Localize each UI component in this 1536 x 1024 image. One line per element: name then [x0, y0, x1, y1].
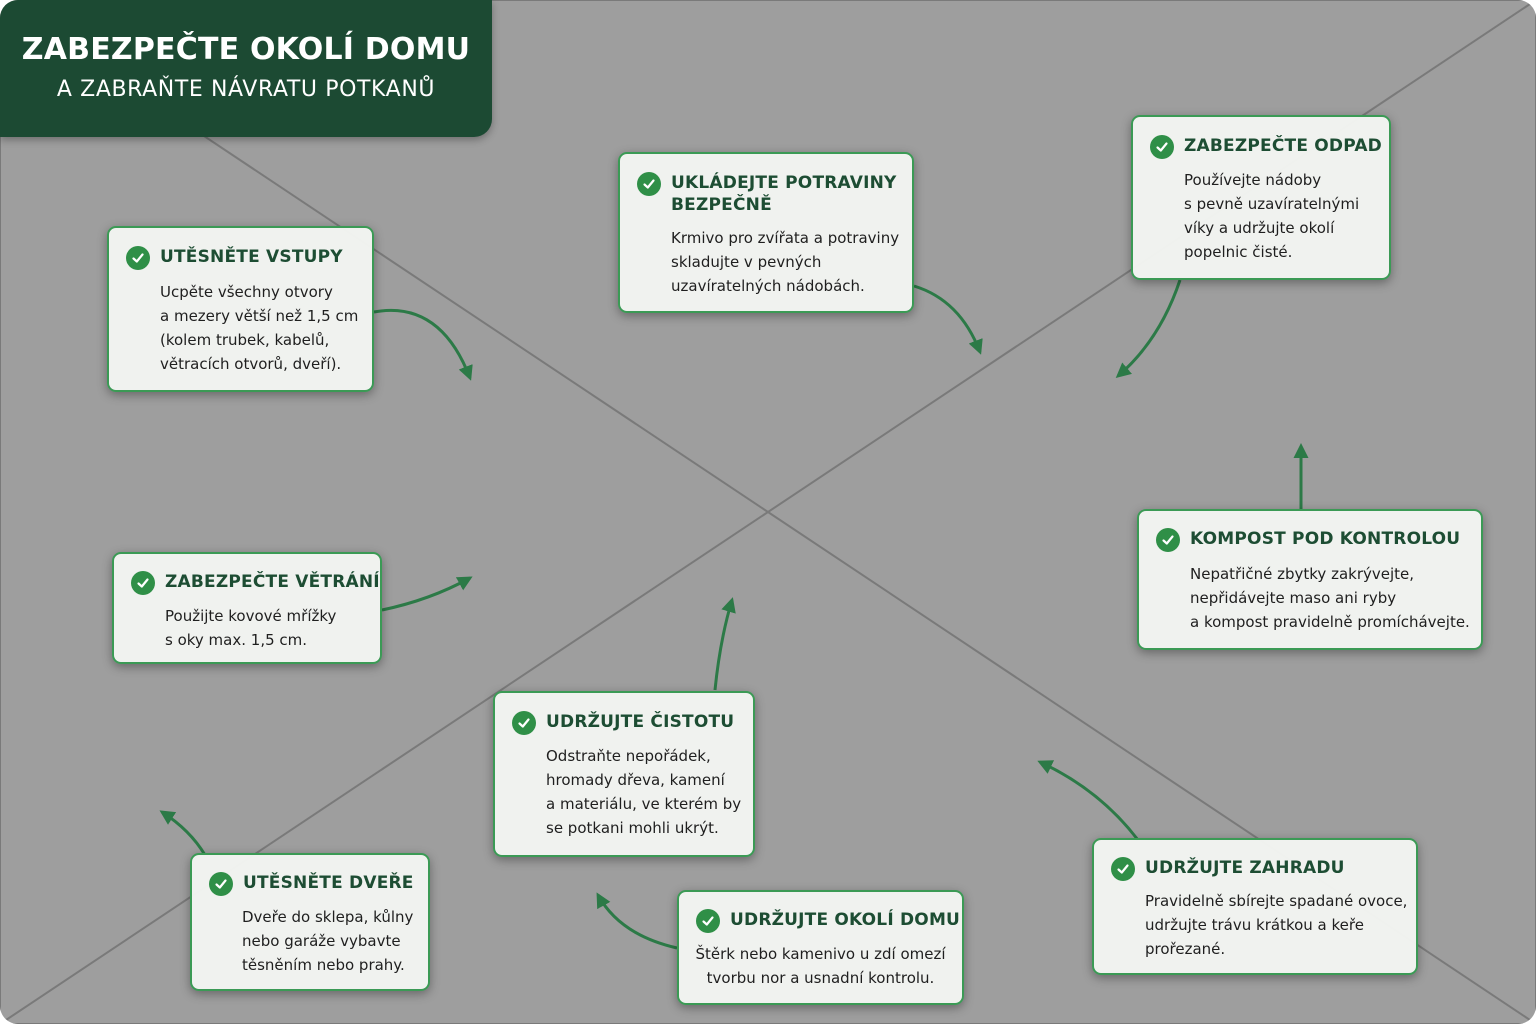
tip-title: KOMPOST POD KONTROLOU: [1190, 529, 1461, 549]
check-icon: [512, 711, 536, 735]
tip-text: Použijte kovové mřížky s oky max. 1,5 cm…: [165, 607, 337, 649]
tip-card-udrzujte-cistotu: UDRŽUJTE ČISTOTU Odstraňte nepořádek, hr…: [493, 691, 755, 857]
tip-title: UDRŽUJTE ČISTOTU: [546, 712, 735, 732]
header-banner: ZABEZPEČTE OKOLÍ DOMU A ZABRAŇTE NÁVRATU…: [0, 0, 492, 137]
page-subtitle: A ZABRAŇTE NÁVRATU POTKANŮ: [56, 77, 436, 102]
tip-text: Ucpěte všechny otvory a mezery větší než…: [160, 283, 359, 373]
check-icon: [1150, 135, 1174, 159]
tip-text: Nepatřičné zbytky zakrývejte, nepřidávej…: [1190, 565, 1470, 631]
tip-card-utesnete-vstupy: UTĚSNĚTE VSTUPY Ucpěte všechny otvory a …: [107, 226, 374, 392]
tip-card-ukladejte-potraviny: UKLÁDEJTE POTRAVINY BEZPEČNĚ Krmivo pro …: [618, 152, 914, 313]
check-icon: [131, 571, 155, 595]
tip-text: Pravidelně sbírejte spadané ovoce, udržu…: [1145, 892, 1408, 958]
check-icon: [637, 172, 661, 196]
tip-title: UKLÁDEJTE POTRAVINY BEZPEČNĚ: [671, 173, 897, 215]
tip-title: ZABEZPEČTE ODPAD: [1184, 136, 1382, 156]
tip-title: UDRŽUJTE ZAHRADU: [1145, 858, 1345, 878]
check-icon: [126, 246, 150, 270]
tip-text: Odstraňte nepořádek, hromady dřeva, kame…: [546, 747, 742, 837]
tip-card-zabezpecte-vetrani: ZABEZPEČTE VĚTRÁNÍ Použijte kovové mřížk…: [112, 552, 382, 664]
page-title: ZABEZPEČTE OKOLÍ DOMU: [21, 32, 471, 67]
tip-card-udrzujte-zahradu: UDRŽUJTE ZAHRADU Pravidelně sbírejte spa…: [1092, 838, 1418, 975]
tip-card-zabezpecte-odpad: ZABEZPEČTE ODPAD Používejte nádoby s pev…: [1131, 115, 1391, 280]
check-icon: [696, 909, 720, 933]
tip-text: Používejte nádoby s pevně uzavíratelnými…: [1184, 171, 1360, 261]
tip-title: UDRŽUJTE OKOLÍ DOMU: [730, 910, 961, 930]
check-icon: [209, 872, 233, 896]
check-icon: [1156, 528, 1180, 552]
tip-title: UTĚSNĚTE VSTUPY: [160, 247, 343, 267]
tip-text: Dveře do sklepa, kůlny nebo garáže vybav…: [242, 908, 414, 974]
tip-text: Štěrk nebo kamenivo u zdí omezí tvorbu n…: [695, 945, 946, 987]
tip-card-udrzujte-okoli: UDRŽUJTE OKOLÍ DOMU Štěrk nebo kamenivo …: [677, 890, 964, 1005]
tip-title: UTĚSNĚTE DVEŘE: [243, 873, 414, 893]
tip-text: Krmivo pro zvířata a potraviny skladujte…: [671, 229, 900, 295]
tip-card-kompost: KOMPOST POD KONTROLOU Nepatřičné zbytky …: [1137, 509, 1483, 650]
tip-title: ZABEZPEČTE VĚTRÁNÍ: [165, 572, 380, 592]
check-icon: [1111, 857, 1135, 881]
tip-card-utesnete-dvere: UTĚSNĚTE DVEŘE Dveře do sklepa, kůlny ne…: [190, 853, 430, 991]
